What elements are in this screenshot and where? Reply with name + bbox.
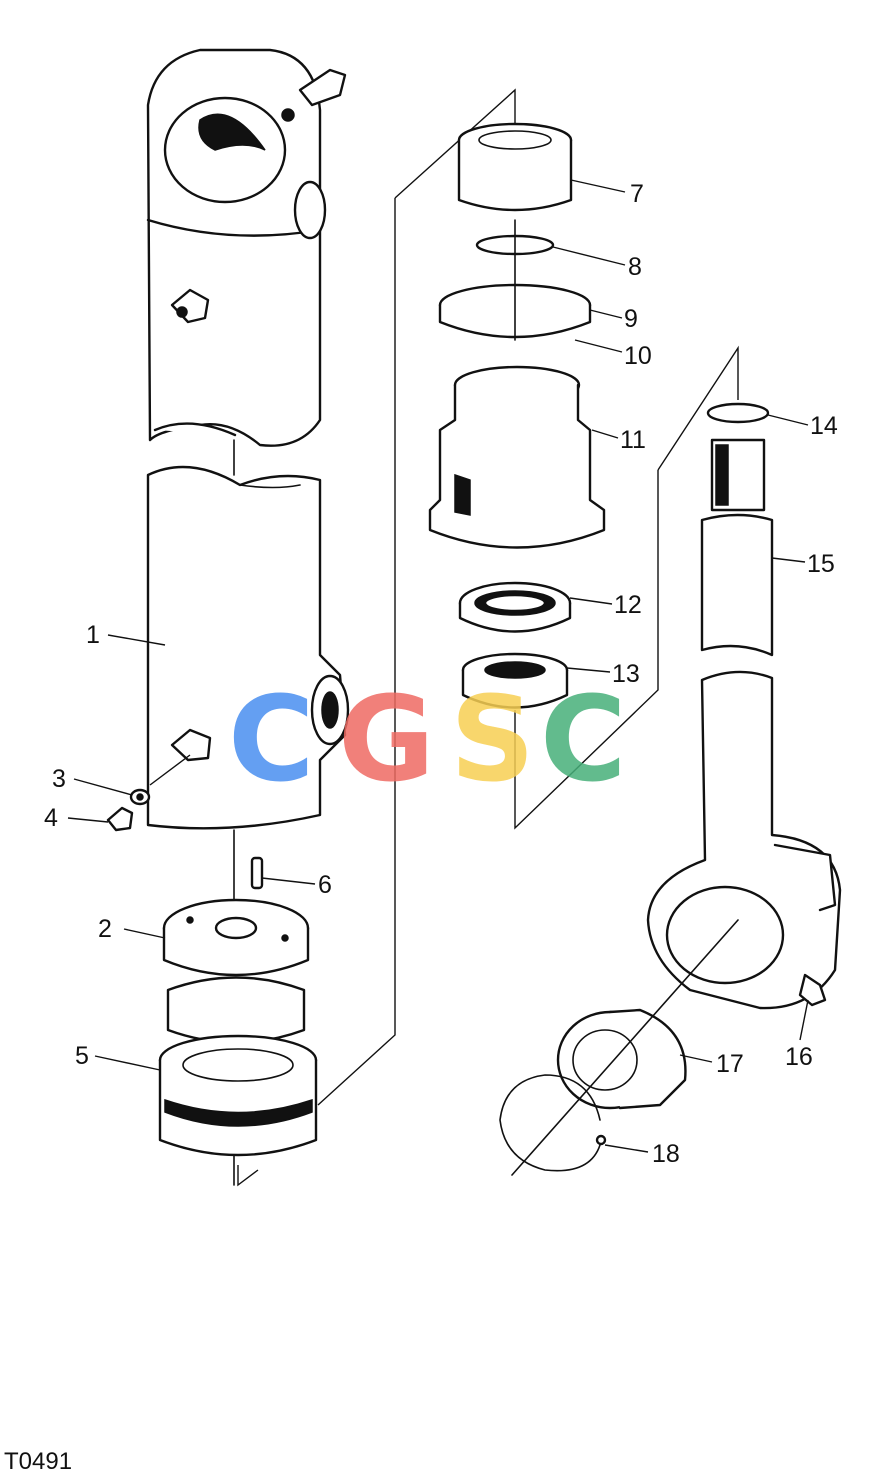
callout-9: 9	[624, 305, 638, 333]
rod-eye	[646, 670, 842, 1010]
callout-6: 6	[318, 871, 332, 899]
part-2-gland	[162, 898, 310, 1044]
callout-4: 4	[44, 804, 58, 832]
part-14-oring	[706, 402, 770, 424]
callout-18: 18	[652, 1140, 680, 1168]
part-17-bearing	[556, 1008, 687, 1110]
part-5-ring	[158, 1034, 318, 1157]
callout-2: 2	[98, 915, 112, 943]
cylinder-tube	[146, 465, 350, 830]
callout-14: 14	[810, 412, 838, 440]
watermark: C G S C	[228, 670, 627, 808]
callout-3: 3	[52, 765, 66, 793]
watermark-letter-1: C	[228, 670, 315, 808]
watermark-letter-3: S	[450, 670, 535, 808]
part-3-washer	[129, 788, 151, 806]
cylinder-eye-upper	[146, 48, 347, 447]
part-7-bushing	[457, 122, 573, 212]
callout-1: 1	[86, 621, 100, 649]
part-4-screw	[106, 754, 191, 832]
callout-17: 17	[716, 1050, 744, 1078]
callout-8: 8	[628, 253, 642, 281]
part-18-snap-ring	[499, 1074, 607, 1172]
part-12-wiper	[458, 581, 572, 633]
part-6-pin	[250, 856, 264, 890]
part-15-rod	[700, 438, 774, 657]
callout-5: 5	[75, 1042, 89, 1070]
figure-code: T0491	[4, 1448, 72, 1474]
callout-13: 13	[612, 660, 640, 688]
callout-15: 15	[807, 550, 835, 578]
callout-16: 16	[785, 1043, 813, 1071]
part-13-ring	[461, 652, 569, 709]
callout-11: 11	[620, 426, 646, 454]
part-11-gland	[428, 365, 606, 549]
callout-10: 10	[624, 342, 652, 370]
callout-7: 7	[630, 180, 644, 208]
callout-12: 12	[614, 591, 642, 619]
watermark-letter-2: G	[338, 670, 435, 808]
watermark-letter-4: C	[540, 670, 627, 808]
